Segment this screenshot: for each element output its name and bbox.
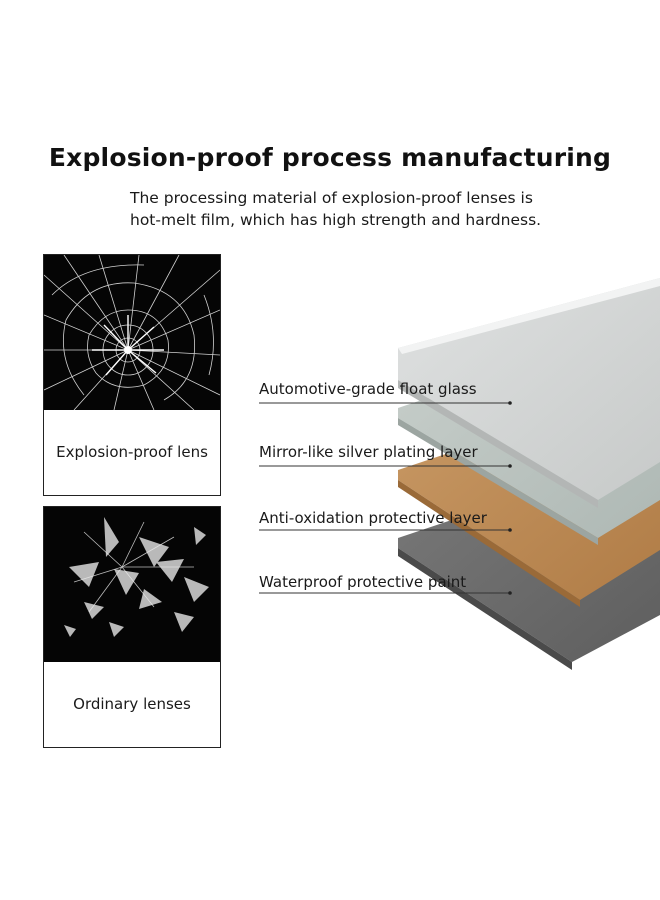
- page-subtitle: The processing material of explosion-pro…: [130, 187, 570, 231]
- subtitle-line-1: The processing material of explosion-pro…: [130, 189, 533, 207]
- label-waterproof-paint: Waterproof protective paint: [259, 573, 467, 591]
- label-silver-plating: Mirror-like silver plating layer: [259, 443, 478, 461]
- explosion-proof-caption: Explosion-proof lens: [56, 443, 208, 461]
- label-float-glass: Automotive-grade float glass: [259, 380, 477, 398]
- ordinary-lens-card: Ordinary lenses: [43, 506, 221, 748]
- page-title: Explosion-proof process manufacturing: [48, 143, 612, 172]
- explosion-proof-card: Explosion-proof lens: [43, 254, 221, 496]
- label-anti-oxidation: Anti-oxidation protective layer: [259, 509, 487, 527]
- broken-shards-icon: [44, 507, 220, 662]
- subtitle-line-2: hot-melt film, which has high strength a…: [130, 211, 542, 229]
- ordinary-lens-caption: Ordinary lenses: [73, 695, 191, 713]
- shattered-glass-icon: [44, 255, 220, 410]
- layer-float-glass: [398, 278, 660, 508]
